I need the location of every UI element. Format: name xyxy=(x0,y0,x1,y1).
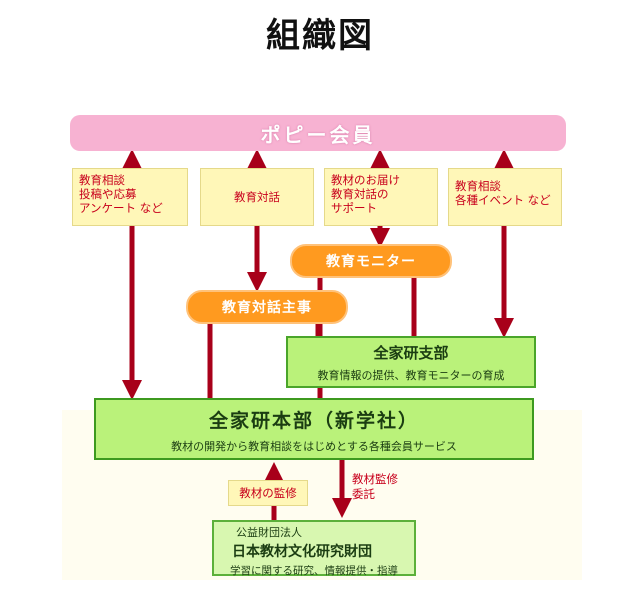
box-events-line-1: 教育相談 xyxy=(455,179,501,193)
hq-sub: 教材の開発から教育相談をはじめとする各種会員サービス xyxy=(171,440,457,453)
branch-box: 全家研支部 教育情報の提供、教育モニターの育成 xyxy=(286,336,536,388)
label-commission-line-1: 教材監修 xyxy=(352,472,398,486)
hq-title: 全家研本部（新学社） xyxy=(208,410,419,432)
box-delivery-line-3: サポート xyxy=(331,201,377,215)
box-delivery-line-1: 教材のお届け xyxy=(331,173,400,187)
box-consult: 教育相談 投稿や応募 アンケート など xyxy=(72,168,188,226)
hq-box: 全家研本部（新学社） 教材の開発から教育相談をはじめとする各種会員サービス xyxy=(94,398,534,460)
box-consult-line-1: 教育相談 xyxy=(79,173,125,187)
box-supervision-label: 教材の監修 xyxy=(239,486,297,500)
box-delivery-line-2: 教育対話の xyxy=(331,187,389,201)
label-commission: 教材監修 委託 xyxy=(352,472,398,502)
foundation-title: 日本教材文化研究財団 xyxy=(232,544,372,560)
popy-members-bar: ポピー会員 xyxy=(70,115,566,151)
box-events: 教育相談 各種イベント など xyxy=(448,168,562,226)
branch-title: 全家研支部 xyxy=(373,344,449,362)
box-delivery: 教材のお届け 教育対話の サポート xyxy=(324,168,438,226)
foundation-sub: 学習に関する研究、情報提供・指導 xyxy=(230,565,398,577)
box-dialogue: 教育対話 xyxy=(200,168,314,226)
label-commission-line-2: 委託 xyxy=(352,487,375,501)
foundation-type: 公益財団法人 xyxy=(236,526,302,539)
org-chart: ポピー会員 教育相談 投稿や応募 アンケート など 教育対話 教材のお届け 教育… xyxy=(62,110,582,580)
foundation-box: 公益財団法人 日本教材文化研究財団 学習に関する研究、情報提供・指導 xyxy=(212,520,416,577)
box-events-line-2: 各種イベント など xyxy=(455,193,551,207)
box-dialogue-label: 教育対話 xyxy=(234,190,280,204)
box-consult-line-3: アンケート など xyxy=(79,201,163,215)
box-consult-line-2: 投稿や応募 xyxy=(79,187,137,201)
pill-dialogue-lead: 教育対話主事 xyxy=(186,290,348,324)
pill-monitor: 教育モニター xyxy=(290,244,452,278)
page-title: 組織図 xyxy=(266,16,374,56)
box-supervision: 教材の監修 xyxy=(228,480,308,506)
branch-sub: 教育情報の提供、教育モニターの育成 xyxy=(317,369,505,382)
